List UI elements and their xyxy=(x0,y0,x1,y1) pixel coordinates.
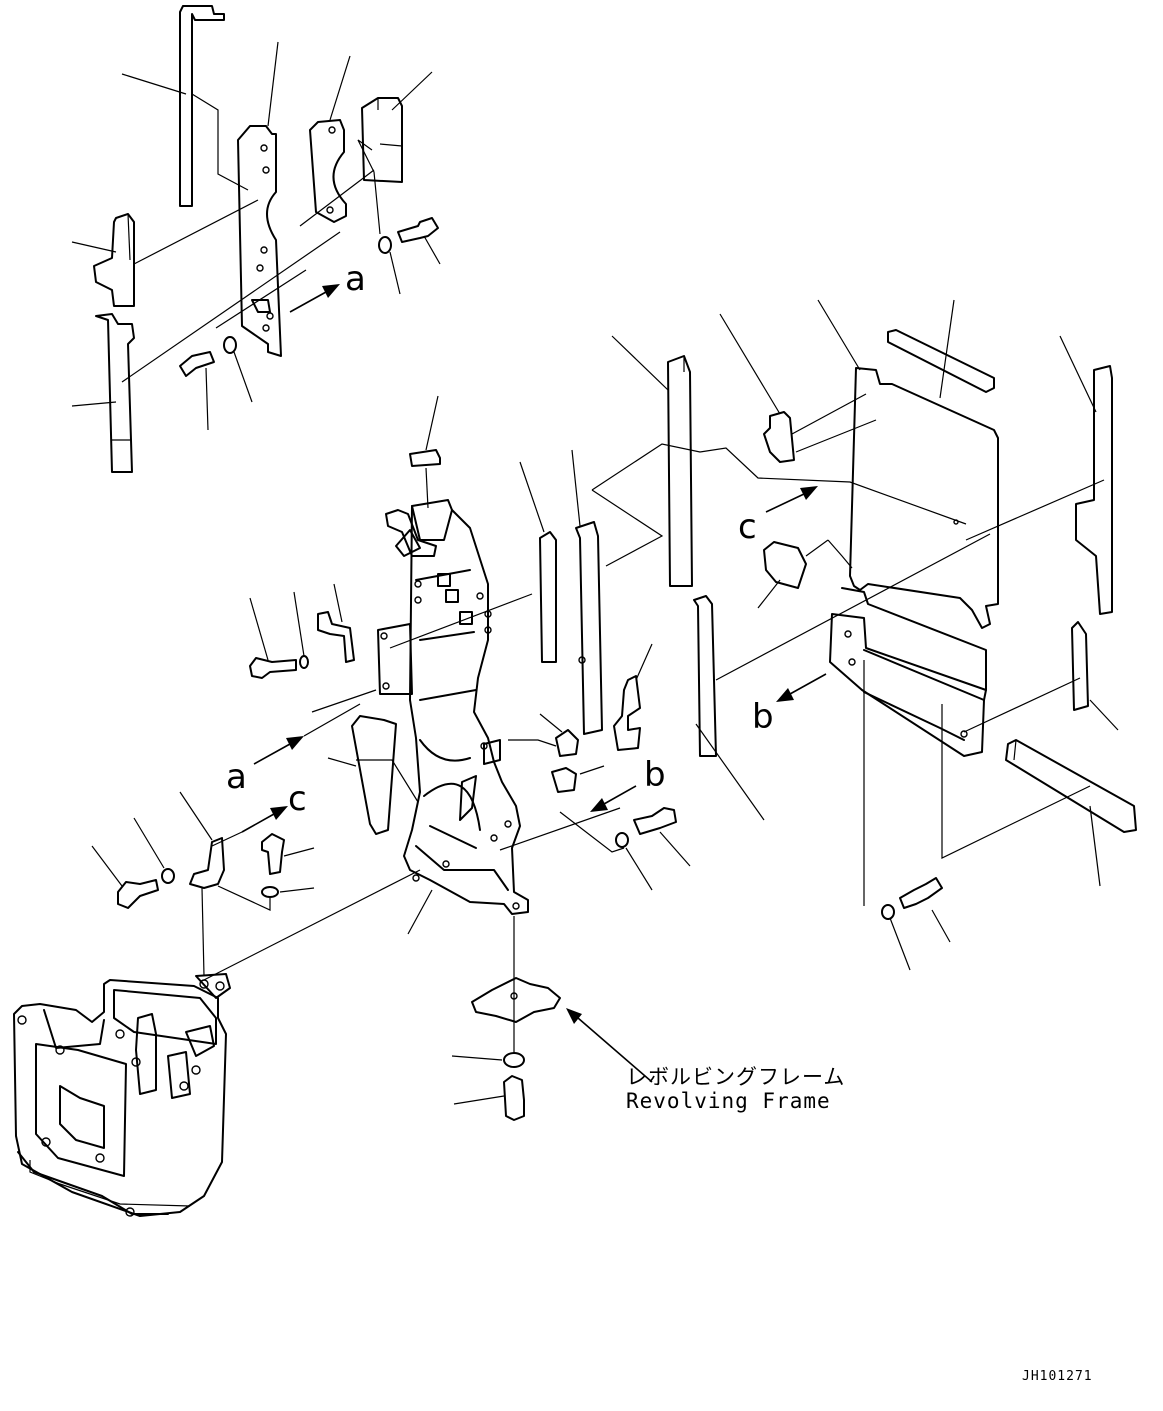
revolving-frame-section xyxy=(13,973,231,1217)
reference-arrow-a-upper: a xyxy=(289,259,366,313)
washer-upper-lower xyxy=(223,336,237,354)
bolt-left-middle xyxy=(249,591,309,679)
drawing-number: JH101271 xyxy=(1022,1369,1093,1384)
reference-arrow-a-lower: a xyxy=(226,703,361,797)
ref-letter-b-center: b xyxy=(644,755,666,795)
l-bracket xyxy=(189,837,225,889)
callout-english: Revolving Frame xyxy=(626,1089,831,1113)
ref-letter-a-lower: a xyxy=(226,757,247,797)
long-rod xyxy=(179,5,225,207)
upper-left-subassembly xyxy=(93,5,439,473)
reference-arrow-b-right: b xyxy=(752,673,827,737)
callout-japanese: レボルビングフレーム xyxy=(626,1065,845,1089)
seal-piece-upper xyxy=(93,213,135,307)
bolt-upper-right xyxy=(397,217,439,243)
small-block-top xyxy=(409,449,441,467)
right-panel-assembly xyxy=(615,329,1137,920)
reference-arrow-c-left: c xyxy=(211,779,307,847)
column-connection-lines xyxy=(199,593,625,983)
main-column xyxy=(403,499,529,915)
bracket-plate xyxy=(237,125,282,357)
wedge-piece xyxy=(327,715,397,835)
lower-left-hardware xyxy=(91,791,315,977)
seal-piece-lower xyxy=(95,313,135,473)
curved-plate xyxy=(309,119,347,223)
bolt-upper-lower xyxy=(179,351,215,377)
spacer-block xyxy=(361,97,403,183)
reference-arrow-c-right: c xyxy=(738,486,818,547)
ref-letter-b-right: b xyxy=(752,697,774,737)
right-leaders xyxy=(625,299,1119,971)
central-column-assembly xyxy=(377,395,529,915)
reference-arrow-b-center: b xyxy=(590,755,666,812)
upper-left-leaders xyxy=(71,41,441,431)
right-panel xyxy=(849,367,999,629)
clip-bracket xyxy=(317,583,355,663)
ref-letter-c-left: c xyxy=(288,779,307,819)
washer-upper-right xyxy=(378,236,392,254)
ref-letter-c-right: c xyxy=(738,507,757,547)
frame-patch-and-bolt xyxy=(451,916,653,1121)
center-vertical-seals xyxy=(519,335,967,821)
ref-letter-a-upper: a xyxy=(345,259,366,299)
